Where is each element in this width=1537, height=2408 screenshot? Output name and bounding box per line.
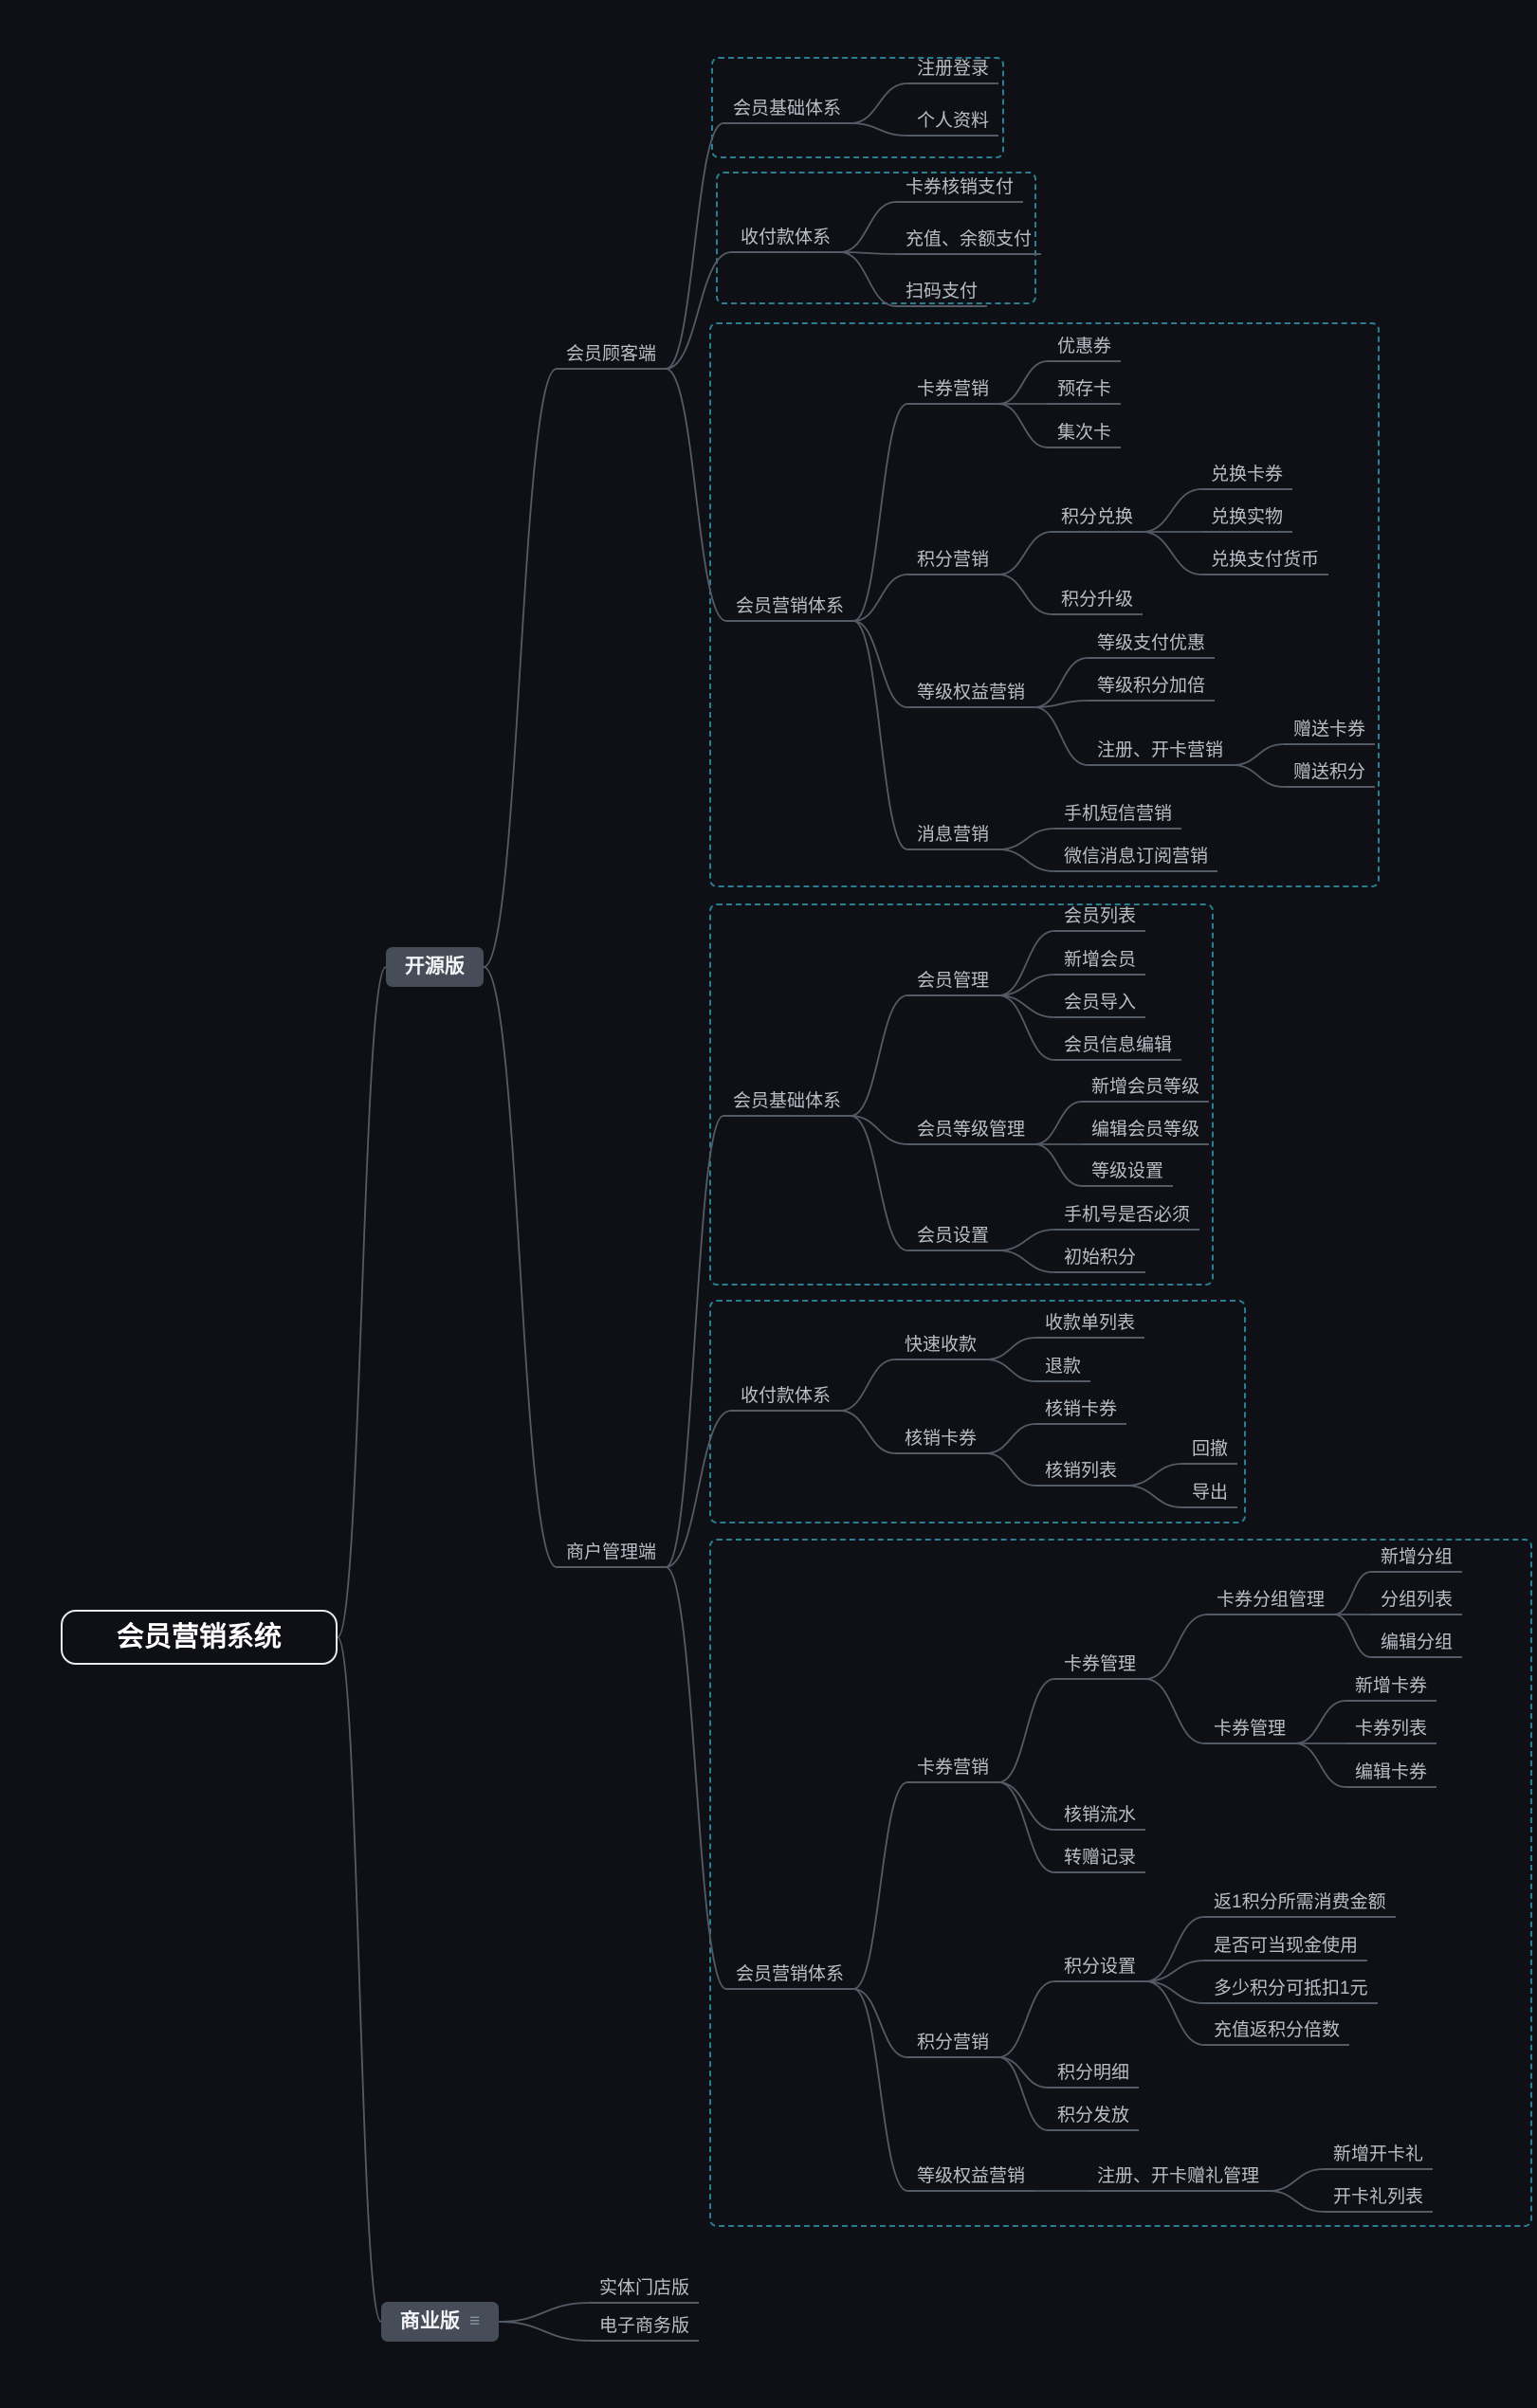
node-member-setting[interactable]: 会员设置	[907, 1225, 999, 1251]
node-merchant-level-benefit-marketing[interactable]: 等级权益营销	[907, 2165, 1035, 2192]
node-collect-order-list[interactable]: 收款单列表	[1035, 1312, 1145, 1339]
node-quick-collect[interactable]: 快速收款	[895, 1334, 987, 1360]
business-label: 商业版	[400, 2310, 460, 2332]
node-card-edit[interactable]: 编辑卡券	[1345, 1761, 1437, 1788]
node-card-add[interactable]: 新增卡券	[1345, 1675, 1437, 1702]
node-initial-points[interactable]: 初始积分	[1054, 1247, 1146, 1273]
node-prepaid-card[interactable]: 预存卡	[1048, 378, 1122, 405]
node-refund[interactable]: 退款	[1035, 1356, 1091, 1382]
node-coupon-management[interactable]: 卡券管理	[1054, 1653, 1146, 1680]
node-coupon-verify-pay[interactable]: 卡券核销支付	[896, 176, 1024, 203]
node-member-list[interactable]: 会员列表	[1054, 905, 1146, 932]
node-merchant-basic-system[interactable]: 会员基础体系	[723, 1090, 851, 1117]
node-customer-basic-system[interactable]: 会员基础体系	[723, 98, 851, 124]
node-personal-profile[interactable]: 个人资料	[907, 110, 999, 137]
node-sms-marketing[interactable]: 手机短信营销	[1054, 803, 1182, 830]
node-merchant-coupon-marketing[interactable]: 卡券营销	[907, 1757, 999, 1783]
branch-business[interactable]: 商业版 ≡	[381, 2302, 500, 2342]
node-points-upgrade[interactable]: 积分升级	[1052, 589, 1144, 615]
node-merchant-payment-system[interactable]: 收付款体系	[731, 1385, 841, 1412]
node-card-management[interactable]: 卡券管理	[1204, 1718, 1296, 1744]
node-group-edit[interactable]: 编辑分组	[1371, 1632, 1463, 1658]
node-times-card[interactable]: 集次卡	[1048, 422, 1122, 448]
node-register-login[interactable]: 注册登录	[907, 58, 999, 84]
node-scan-pay[interactable]: 扫码支付	[896, 281, 988, 307]
node-verify-coupon-action[interactable]: 核销卡券	[1035, 1398, 1127, 1425]
node-export[interactable]: 导出	[1182, 1482, 1238, 1508]
node-verify-coupon[interactable]: 核销卡券	[895, 1428, 987, 1454]
node-balance-pay[interactable]: 充值、余额支付	[896, 228, 1042, 255]
node-member-info-edit[interactable]: 会员信息编辑	[1054, 1034, 1182, 1061]
node-discount-coupon[interactable]: 优惠券	[1048, 336, 1122, 362]
node-points-grant[interactable]: 积分发放	[1048, 2105, 1140, 2131]
node-group-add[interactable]: 新增分组	[1371, 1546, 1463, 1573]
node-points-deduct[interactable]: 多少积分可抵扣1元	[1204, 1978, 1378, 2004]
node-points-detail[interactable]: 积分明细	[1048, 2062, 1140, 2089]
node-member-customer-side[interactable]: 会员顾客端	[557, 343, 667, 370]
menu-icon: ≡	[469, 2311, 481, 2331]
node-physical-store-edition[interactable]: 实体门店版	[590, 2277, 700, 2304]
node-customer-payment-system[interactable]: 收付款体系	[731, 227, 841, 253]
node-level-pay-discount[interactable]: 等级支付优惠	[1088, 632, 1216, 659]
node-recharge-points-multiple[interactable]: 充值返积分倍数	[1204, 2019, 1350, 2046]
node-transfer-record[interactable]: 转赠记录	[1054, 1847, 1146, 1873]
node-open-card-gift-add[interactable]: 新增开卡礼	[1324, 2143, 1434, 2170]
node-ecommerce-edition[interactable]: 电子商务版	[590, 2315, 700, 2342]
node-points-marketing[interactable]: 积分营销	[907, 549, 999, 575]
group-box-customer-basic	[711, 57, 1004, 158]
node-card-list[interactable]: 卡券列表	[1345, 1718, 1437, 1744]
node-merchant-marketing-system[interactable]: 会员营销体系	[726, 1963, 854, 1990]
node-member-add[interactable]: 新增会员	[1054, 949, 1146, 976]
branch-opensource[interactable]: 开源版	[386, 947, 484, 987]
node-level-add[interactable]: 新增会员等级	[1082, 1076, 1210, 1103]
node-verify-flow[interactable]: 核销流水	[1054, 1804, 1146, 1831]
node-coupon-group-management[interactable]: 卡券分组管理	[1207, 1589, 1335, 1615]
node-points-setting[interactable]: 积分设置	[1054, 1956, 1146, 1982]
node-coupon-marketing[interactable]: 卡券营销	[907, 378, 999, 405]
node-points-as-cash[interactable]: 是否可当现金使用	[1204, 1935, 1368, 1961]
node-group-list[interactable]: 分组列表	[1371, 1589, 1463, 1615]
node-exchange-goods[interactable]: 兑换实物	[1201, 506, 1293, 533]
node-gift-points[interactable]: 赠送积分	[1284, 761, 1376, 788]
group-box-merchant-basic	[709, 903, 1214, 1286]
node-verify-list[interactable]: 核销列表	[1035, 1460, 1127, 1487]
node-level-setting[interactable]: 等级设置	[1082, 1160, 1174, 1187]
node-register-card-marketing[interactable]: 注册、开卡营销	[1088, 739, 1234, 766]
node-level-benefit-marketing[interactable]: 等级权益营销	[907, 682, 1035, 708]
root-node[interactable]: 会员营销系统	[61, 1610, 338, 1665]
node-gift-coupon[interactable]: 赠送卡券	[1284, 719, 1376, 745]
node-phone-required[interactable]: 手机号是否必须	[1054, 1204, 1200, 1231]
node-exchange-currency[interactable]: 兑换支付货币	[1201, 549, 1329, 575]
node-exchange-coupon[interactable]: 兑换卡券	[1201, 464, 1293, 490]
node-register-gift-management[interactable]: 注册、开卡赠礼管理	[1088, 2165, 1270, 2192]
node-revoke[interactable]: 回撤	[1182, 1438, 1238, 1465]
node-open-card-gift-list[interactable]: 开卡礼列表	[1324, 2186, 1434, 2213]
node-member-import[interactable]: 会员导入	[1054, 992, 1146, 1018]
node-level-edit[interactable]: 编辑会员等级	[1082, 1119, 1210, 1145]
node-member-level-management[interactable]: 会员等级管理	[907, 1119, 1035, 1145]
node-message-marketing[interactable]: 消息营销	[907, 824, 999, 850]
node-points-rate[interactable]: 返1积分所需消费金额	[1204, 1891, 1396, 1918]
node-level-points-double[interactable]: 等级积分加倍	[1088, 675, 1216, 702]
node-merchant-admin-side[interactable]: 商户管理端	[557, 1541, 667, 1568]
node-merchant-points-marketing[interactable]: 积分营销	[907, 2032, 999, 2058]
node-customer-marketing-system[interactable]: 会员营销体系	[726, 595, 854, 622]
node-points-exchange[interactable]: 积分兑换	[1052, 506, 1144, 533]
node-member-management[interactable]: 会员管理	[907, 970, 999, 996]
node-wechat-subscribe-marketing[interactable]: 微信消息订阅营销	[1054, 846, 1218, 872]
